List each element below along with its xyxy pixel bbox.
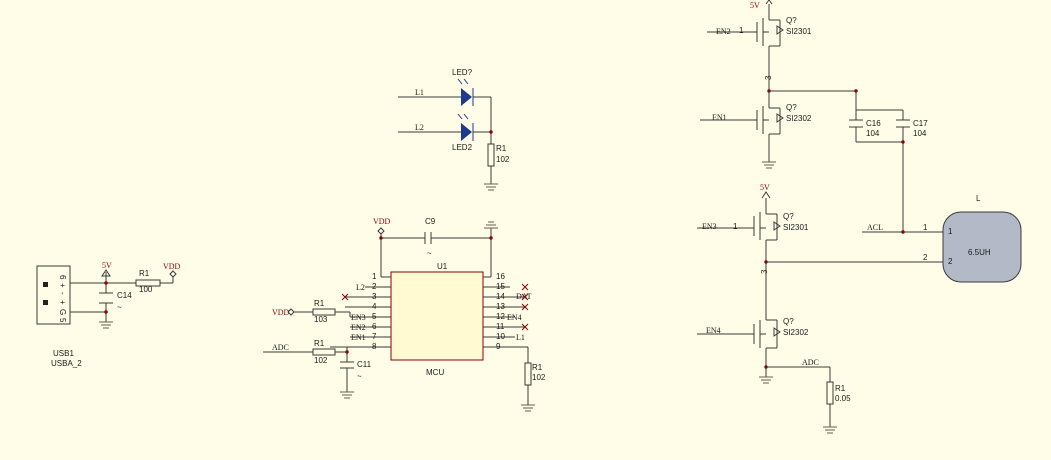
led-net-l2: L2 — [415, 123, 424, 132]
usb-pin-gnd: G — [58, 309, 67, 315]
c17-val: 104 — [913, 129, 927, 138]
usb-pin-vbus: + — [58, 283, 67, 288]
mcu-net-l2: L2 — [356, 283, 365, 292]
mcu-pin-6: 6 — [372, 322, 377, 331]
mcu-adc-res-val: 102 — [314, 356, 328, 365]
q1-5v-label: 5V — [750, 1, 760, 10]
inductor-pin-1: 1 — [923, 223, 928, 232]
mcu-pin-3: 3 — [372, 292, 377, 301]
inductor-ref: L — [976, 194, 981, 203]
usb-pin-5: 5 — [58, 318, 67, 323]
mcu-net-en3: EN3 — [351, 313, 366, 322]
mcu-ref: U1 — [437, 262, 448, 271]
mcu-pin-13: 13 — [496, 302, 505, 311]
mcu-pin-1: 1 — [372, 272, 377, 281]
mcu-cap-ref: C9 — [425, 217, 436, 226]
acl-net: ACL — [867, 223, 883, 232]
q4-net: EN4 — [706, 326, 721, 335]
rsense-ref: R1 — [835, 384, 846, 393]
mcu-pin-9: 9 — [496, 342, 501, 351]
led-res-val: 102 — [496, 155, 510, 164]
mcu-net-en2: EN2 — [351, 323, 366, 332]
inductor-value: 6.5UH — [968, 248, 991, 257]
inductor-pin-2: 2 — [923, 253, 928, 262]
usb-power-wiring: 5V C14 ~ R1 100 VDD — [70, 261, 181, 329]
mcu-adc-cap-ref: C11 — [357, 360, 372, 369]
usb-5v-label: 5V — [102, 261, 112, 270]
led-bottom-ref: LED2 — [452, 143, 473, 152]
mcu-pin9-res-val: 102 — [532, 373, 546, 382]
c16-val: 104 — [866, 129, 880, 138]
usb-ref: USB1 — [53, 349, 74, 358]
q3-pin: 1 — [733, 222, 738, 231]
usb-pin-6: 6 — [58, 275, 67, 280]
mcu-vdd-res-ref: R1 — [314, 299, 325, 308]
usb-name: USBA_2 — [51, 359, 82, 368]
mcu-pin-5: 5 — [372, 312, 377, 321]
c16-ref: C16 — [866, 119, 881, 128]
mcu-pin-2: 2 — [372, 282, 377, 291]
h-bridge: 5V EN2 1 Q? SI2301 3 C16 104 C17 1 — [697, 0, 943, 434]
q1-net: EN2 — [716, 27, 731, 36]
usb-pin-dminus: - — [58, 292, 67, 295]
mcu-name: MCU — [426, 368, 444, 377]
mcu-pin-7: 7 — [372, 332, 377, 341]
led-top-ref: LED? — [452, 68, 473, 77]
q1-pin: 1 — [739, 26, 744, 35]
mcu-pin-4: 4 — [372, 302, 377, 311]
usb-cap-val: ~ — [117, 303, 122, 312]
usb-cap-ref: C14 — [117, 291, 132, 300]
usb-vdd-label: VDD — [163, 262, 181, 271]
mcu-adc-cap-val: ~ — [357, 372, 362, 381]
mcu-pin9-res-ref: R1 — [532, 363, 543, 372]
usb-res-ref: R1 — [139, 269, 150, 278]
q4-part: SI2302 — [783, 328, 809, 337]
q2-net: EN1 — [712, 113, 727, 122]
mcu-pin-11: 11 — [496, 322, 505, 331]
led-res-ref: R1 — [496, 144, 507, 153]
inductor: L 6.5UH 1 2 1 2 — [923, 194, 1022, 283]
mcu-vdd-res-val: 103 — [314, 315, 328, 324]
q3-node-pin: 3 — [760, 269, 769, 274]
c17-ref: C17 — [913, 119, 928, 128]
led-net-l1: L1 — [415, 88, 424, 97]
mcu-adc-net: ADC — [272, 343, 289, 352]
q3-part: SI2301 — [783, 223, 809, 232]
q4-ref: Q? — [783, 317, 794, 326]
mcu-pin-10: 10 — [496, 332, 505, 341]
mcu-adc-res-ref: R1 — [314, 339, 325, 348]
mcu-cap-val: ~ — [427, 249, 432, 258]
mcu-net-l1: L1 — [516, 333, 525, 342]
inductor-pin-2-inner: 2 — [948, 257, 953, 266]
q2-part: SI2302 — [786, 114, 812, 123]
mcu-vdd-res-net: VDD — [272, 308, 290, 317]
mcu-pin-12: 12 — [496, 312, 505, 321]
rsense-val: 0.05 — [835, 394, 851, 403]
mcu-block: U1 MCU 1 2 3 4 5 6 7 8 16 15 14 13 12 11… — [263, 217, 546, 412]
mcu-net-en4: EN4 — [507, 313, 522, 322]
q1-part: SI2301 — [786, 27, 812, 36]
mcu-net-en1: EN1 — [351, 333, 366, 342]
sense-adc-net: ADC — [802, 358, 819, 367]
mcu-pin-16: 16 — [496, 272, 505, 281]
usb-pin-dplus: + — [58, 300, 67, 305]
q2-ref: Q? — [786, 103, 797, 112]
inductor-pin-1-inner: 1 — [948, 227, 953, 236]
mcu-pin-15: 15 — [496, 282, 505, 291]
q3-ref: Q? — [783, 212, 794, 221]
q1-ref: Q? — [786, 16, 797, 25]
q3-5v-label: 5V — [760, 183, 770, 192]
mcu-pin-14: 14 — [496, 292, 505, 301]
q3-net: EN3 — [702, 222, 717, 231]
mcu-pin-8: 8 — [372, 342, 377, 351]
usb-res-val: 100 — [139, 285, 153, 294]
usb-connector: 6 + - + G 5 USB1 USBA_2 — [36, 265, 82, 368]
led-block: L1 L2 LED? LED2 R1 102 — [398, 68, 510, 191]
mcu-vdd-label: VDD — [373, 217, 391, 226]
q1-node-pin: 3 — [764, 75, 773, 80]
